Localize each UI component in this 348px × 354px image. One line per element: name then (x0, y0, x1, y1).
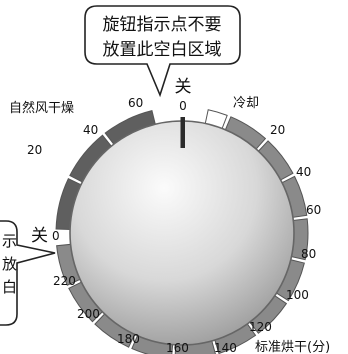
callout-left-line2: 放 (2, 255, 17, 273)
standard-tick-160: 160 (166, 341, 189, 354)
standard-dry-label: 标准烘干(分) (255, 340, 330, 354)
standard-tick-220: 220 (53, 274, 76, 288)
cooling-label: 冷却 (233, 96, 259, 111)
standard-tick-80: 80 (301, 247, 316, 261)
standard-tick-20: 20 (270, 123, 285, 137)
off-left-value: 0 (52, 229, 60, 243)
off-top-label: 关 (175, 77, 192, 97)
natural-tick-40: 40 (83, 123, 98, 137)
dial-pointer-icon (180, 117, 185, 148)
natural-tick-60: 60 (128, 96, 143, 110)
natural-tick-20: 20 (27, 143, 42, 157)
standard-tick-40: 40 (296, 165, 311, 179)
callout-top: 旋钮指示点不要 放置此空白区域 (84, 5, 241, 98)
callout-left-line3: 白 (2, 278, 17, 296)
callout-top-line2: 放置此空白区域 (103, 40, 222, 60)
standard-tick-200: 200 (77, 307, 100, 321)
standard-tick-180: 180 (117, 332, 140, 346)
natural-dry-label: 自然风干燥 (9, 100, 74, 116)
callout-left: 示 放 白 (0, 220, 56, 326)
callout-left-line1: 示 (2, 232, 17, 250)
off-top-value: 0 (179, 99, 187, 113)
standard-tick-60: 60 (306, 203, 321, 217)
off-left-label: 关 (31, 226, 48, 246)
standard-tick-100: 100 (286, 288, 309, 302)
standard-tick-140: 140 (214, 341, 237, 354)
callout-top-line1: 旋钮指示点不要 (103, 15, 222, 35)
standard-tick-120: 120 (249, 320, 272, 334)
dial-knob[interactable] (69, 120, 295, 346)
